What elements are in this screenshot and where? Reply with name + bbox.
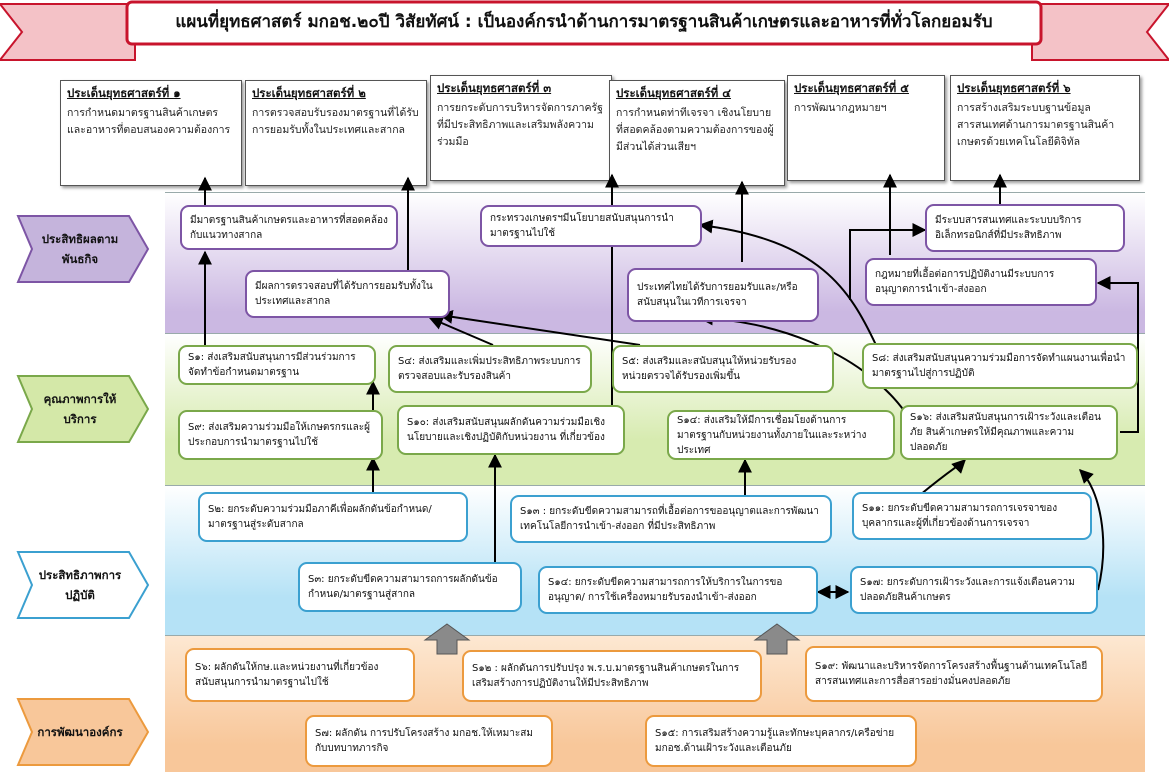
node-s14b-text: S๑๔: ยกระดับขีดความสามารถการให้บริการในก… xyxy=(548,577,783,603)
up-arrow-left xyxy=(423,623,471,655)
node-s3-text: S๓: ยกระดับขีดความสามารถการผลักดันข้อกำห… xyxy=(308,574,498,600)
node-e3: กระทรวงเกษตรฯมีนโยบายสนับสนุนการนำมาตรฐา… xyxy=(480,205,702,247)
theme-2-title: ประเด็นยุทธศาสตร์ที่ ๒ xyxy=(252,86,366,100)
perspective-chip-service xyxy=(16,375,150,443)
perspective-label-organization: การพัฒนาองค์กร xyxy=(37,725,123,739)
perspective-chip-organization xyxy=(16,698,150,766)
theme-6-text: การสร้างเสริมระบบฐานข้อมูลสารสนเทศด้านกา… xyxy=(957,102,1115,148)
up-arrow-right xyxy=(753,623,801,655)
node-s4-text: S๔: ส่งเสริมและเพิ่มประสิทธิภาพระบบการตร… xyxy=(398,356,581,382)
node-s14-text: S๑๔: ส่งเสริมให้มีการเชื่อมโยงด้านการมาต… xyxy=(677,414,867,456)
node-s5: S๕: ส่งเสริมและสนับสนุนให้หน่วยรับรอง หน… xyxy=(612,345,834,393)
theme-5-title: ประเด็นยุทธศาสตร์ที่ ๕ xyxy=(794,81,909,95)
node-s16-text: S๑๖: ส่งเสริมสนับสนุนการเฝ้าระวังและเตือ… xyxy=(910,412,1101,453)
node-s16: S๑๖: ส่งเสริมสนับสนุนการเฝ้าระวังและเตือ… xyxy=(900,405,1118,460)
theme-3: ประเด็นยุทธศาสตร์ที่ ๓ การยกระดับการบริห… xyxy=(430,75,612,181)
node-s10: S๑๐: ส่งเสริมสนับสนุนผลักดันความร่วมมือเ… xyxy=(397,405,625,455)
node-s2-text: S๒: ยกระดับความร่วมมือภาคีเพื่อผลักดันข้… xyxy=(208,504,432,530)
node-e2: มีผลการตรวจสอบที่ได้รับการยอมรับทั้งในปร… xyxy=(245,270,450,318)
perspective-label-service: คุณภาพการให้บริการ xyxy=(43,392,117,426)
node-e1: มีมาตรฐานสินค้าเกษตรและอาหารที่สอดคล้องก… xyxy=(180,205,398,250)
theme-5: ประเด็นยุทธศาสตร์ที่ ๕ การพัฒนากฎหมายฯ xyxy=(787,75,945,181)
node-e6: กฎหมายที่เอื้อต่อการปฏิบัติงานมีระบบการอ… xyxy=(865,258,1097,306)
node-e1-text: มีมาตรฐานสินค้าเกษตรและอาหารที่สอดคล้องก… xyxy=(190,214,388,241)
node-s8-text: S๘: ส่งเสริมสนับสนุนความร่วมมือการจัดทำแ… xyxy=(872,353,1126,379)
node-s13: S๑๓ : ยกระดับขีดความสามารถที่เอื้อต่อการ… xyxy=(510,495,832,543)
node-s7: S๗: ผลักดัน การปรับโครงสร้าง มกอช.ให้เหม… xyxy=(305,715,553,767)
node-s19-text: S๑๙: พัฒนาและบริหารจัดการโครงสร้างพื้นฐา… xyxy=(815,661,1088,687)
node-s17: S๑๗: ยกระดับการเฝ้าระวังและการแจ้งเตือนค… xyxy=(850,566,1098,614)
node-e5-text: มีระบบสารสนเทศและระบบบริการอิเล็กทรอนิกส… xyxy=(935,215,1082,241)
perspective-chip-effectiveness xyxy=(16,215,150,283)
node-e4: ประเทศไทยได้รับการยอมรับและ/หรือสนับสนุน… xyxy=(627,268,819,322)
node-s12-text: S๑๒ : ผลักดันการปรับปรุง พ.ร.บ.มาตรฐานสิ… xyxy=(472,663,740,689)
perspective-chip-efficiency xyxy=(16,551,150,619)
theme-3-title: ประเด็นยุทธศาสตร์ที่ ๓ xyxy=(437,81,552,95)
node-s11: S๑๑: ยกระดับขีดความสามารถการเจรจาของบุคล… xyxy=(852,492,1092,540)
node-e4-text: ประเทศไทยได้รับการยอมรับและ/หรือสนับสนุน… xyxy=(637,282,798,308)
node-e6-text: กฎหมายที่เอื้อต่อการปฏิบัติงานมีระบบการอ… xyxy=(875,269,1055,295)
theme-1: ประเด็นยุทธศาสตร์ที่ ๑ การกำหนดมาตรฐานสิ… xyxy=(60,80,242,186)
node-e3-text: กระทรวงเกษตรฯมีนโยบายสนับสนุนการนำมาตรฐา… xyxy=(490,213,674,239)
node-s12: S๑๒ : ผลักดันการปรับปรุง พ.ร.บ.มาตรฐานสิ… xyxy=(462,650,762,702)
node-s14b: S๑๔: ยกระดับขีดความสามารถการให้บริการในก… xyxy=(538,566,818,614)
theme-6: ประเด็นยุทธศาสตร์ที่ ๖ การสร้างเสริมระบบ… xyxy=(950,75,1140,181)
node-s4: S๔: ส่งเสริมและเพิ่มประสิทธิภาพระบบการตร… xyxy=(388,345,592,393)
theme-4: ประเด็นยุทธศาสตร์ที่ ๔ การกำหนดท่าทีเจรจ… xyxy=(609,80,785,186)
page-title: แผนที่ยุทธศาสตร์ มกอช.๒๐ปี วิสัยทัศน์ : … xyxy=(175,12,993,32)
node-s1: S๑: ส่งเสริมสนับสนุนการมีส่วนร่วมการจัดท… xyxy=(178,345,376,385)
node-s10-text: S๑๐: ส่งเสริมสนับสนุนผลักดันความร่วมมือเ… xyxy=(407,417,606,443)
theme-2: ประเด็นยุทธศาสตร์ที่ ๒ การตรวจสอบรับรองม… xyxy=(245,80,427,186)
perspective-label-efficiency: ประสิทธิภาพการปฏิบัติ xyxy=(38,568,122,602)
node-s9: S๙: ส่งเสริมความร่วมมือให้เกษตรกรและผู้ป… xyxy=(178,410,383,460)
theme-5-text: การพัฒนากฎหมายฯ xyxy=(794,102,887,114)
node-s5-text: S๕: ส่งเสริมและสนับสนุนให้หน่วยรับรอง หน… xyxy=(622,356,797,382)
theme-1-text: การกำหนดมาตรฐานสินค้าเกษตร และอาหารที่ตอ… xyxy=(67,107,231,136)
node-e5: มีระบบสารสนเทศและระบบบริการอิเล็กทรอนิกส… xyxy=(925,204,1125,252)
theme-1-title: ประเด็นยุทธศาสตร์ที่ ๑ xyxy=(67,86,181,100)
node-s7-text: S๗: ผลักดัน การปรับโครงสร้าง มกอช.ให้เหม… xyxy=(315,728,533,754)
node-s6: S๖: ผลักดันให้กษ.และหน่วยงานที่เกี่ยวข้อ… xyxy=(185,648,415,702)
node-e2-text: มีผลการตรวจสอบที่ได้รับการยอมรับทั้งในปร… xyxy=(255,281,433,307)
theme-4-text: การกำหนดท่าทีเจรจา เชิงนโยบายที่สอดคล้อง… xyxy=(616,107,774,153)
header-ribbon xyxy=(0,0,1169,61)
theme-3-text: การยกระดับการบริหารจัดการภาครัฐที่มีประส… xyxy=(437,102,603,148)
node-s3: S๓: ยกระดับขีดความสามารถการผลักดันข้อกำห… xyxy=(298,562,522,612)
node-s2: S๒: ยกระดับความร่วมมือภาคีเพื่อผลักดันข้… xyxy=(198,492,468,542)
node-s14: S๑๔: ส่งเสริมให้มีการเชื่อมโยงด้านการมาต… xyxy=(667,410,895,460)
theme-4-title: ประเด็นยุทธศาสตร์ที่ ๔ xyxy=(616,86,731,100)
node-s9-text: S๙: ส่งเสริมความร่วมมือให้เกษตรกรและผู้ป… xyxy=(188,422,371,448)
theme-6-title: ประเด็นยุทธศาสตร์ที่ ๖ xyxy=(957,81,1071,95)
perspective-label-effectiveness: ประสิทธิผลตามพันธกิจ xyxy=(41,232,119,266)
node-s13-text: S๑๓ : ยกระดับขีดความสามารถที่เอื้อต่อการ… xyxy=(520,506,819,532)
node-s8: S๘: ส่งเสริมสนับสนุนความร่วมมือการจัดทำแ… xyxy=(862,343,1138,389)
node-s6-text: S๖: ผลักดันให้กษ.และหน่วยงานที่เกี่ยวข้อ… xyxy=(195,662,379,688)
node-s1-text: S๑: ส่งเสริมสนับสนุนการมีส่วนร่วมการจัดท… xyxy=(188,352,356,378)
node-s11-text: S๑๑: ยกระดับขีดความสามารถการเจรจาของบุคล… xyxy=(862,503,1058,529)
theme-2-text: การตรวจสอบรับรองมาตรฐานที่ได้รับการยอมรั… xyxy=(252,107,419,136)
node-s15: S๑๕: การเสริมสร้างความรู้และทักษะบุคลากร… xyxy=(645,715,917,767)
node-s15-text: S๑๕: การเสริมสร้างความรู้และทักษะบุคลากร… xyxy=(655,728,895,754)
node-s19: S๑๙: พัฒนาและบริหารจัดการโครงสร้างพื้นฐา… xyxy=(805,646,1103,702)
node-s17-text: S๑๗: ยกระดับการเฝ้าระวังและการแจ้งเตือนค… xyxy=(860,577,1075,603)
